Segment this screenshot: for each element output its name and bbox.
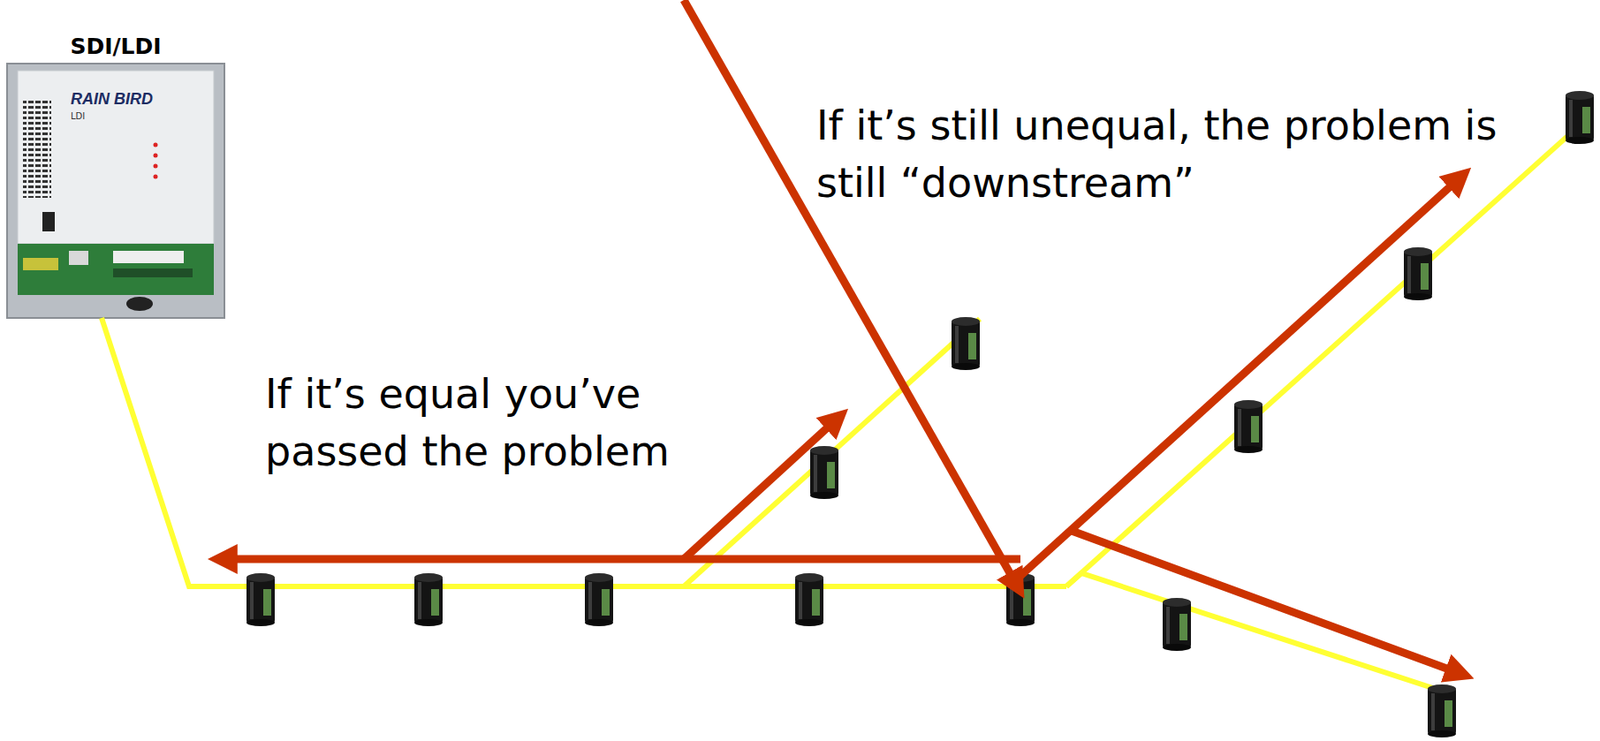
- led: [153, 164, 159, 169]
- led: [153, 153, 159, 159]
- wire: [101, 318, 1067, 587]
- decoder: [1006, 573, 1035, 627]
- led: [153, 174, 159, 180]
- wire: [101, 123, 1582, 694]
- decoder: [1162, 598, 1191, 652]
- red-arrow: [231, 555, 1021, 564]
- red-arrow: [1020, 183, 1454, 577]
- callout-note: If it’s still unequal, the problem is st…: [816, 97, 1524, 213]
- decoder: [1403, 247, 1433, 301]
- wire: [1066, 573, 1449, 694]
- decoder: [246, 573, 275, 627]
- led: [153, 143, 159, 148]
- circuit-board: [17, 243, 214, 296]
- brand-logo: RAIN BIRD: [70, 90, 195, 110]
- terminal: [113, 250, 184, 264]
- grommet: [126, 296, 153, 311]
- decoder: [414, 573, 443, 627]
- wire: [683, 318, 980, 587]
- enclosure: [7, 63, 225, 319]
- terminal: [22, 257, 59, 271]
- decoder: [1427, 684, 1456, 738]
- decoder: [584, 573, 614, 627]
- decoder: [951, 317, 980, 371]
- controller-photo: [7, 63, 225, 319]
- node-heading: SDI/LDI: [7, 33, 225, 61]
- red-arrow: [1071, 530, 1452, 671]
- red-arrow: [683, 424, 831, 560]
- decoder: [795, 573, 824, 627]
- red-arrows: [231, 0, 1454, 671]
- vent: [22, 98, 52, 198]
- model-name: LDI: [70, 111, 124, 122]
- switch: [42, 212, 55, 232]
- decoder: [1234, 400, 1263, 454]
- controller-node: SDI/LDI: [7, 33, 225, 319]
- red-arrow: [683, 0, 1013, 578]
- terminal: [68, 250, 89, 266]
- lid: [17, 70, 214, 244]
- terminal: [113, 268, 193, 278]
- decoder: [810, 446, 839, 500]
- callout-note: If it’s equal you’ve passed the problem: [265, 365, 690, 482]
- decoder: [1565, 90, 1594, 145]
